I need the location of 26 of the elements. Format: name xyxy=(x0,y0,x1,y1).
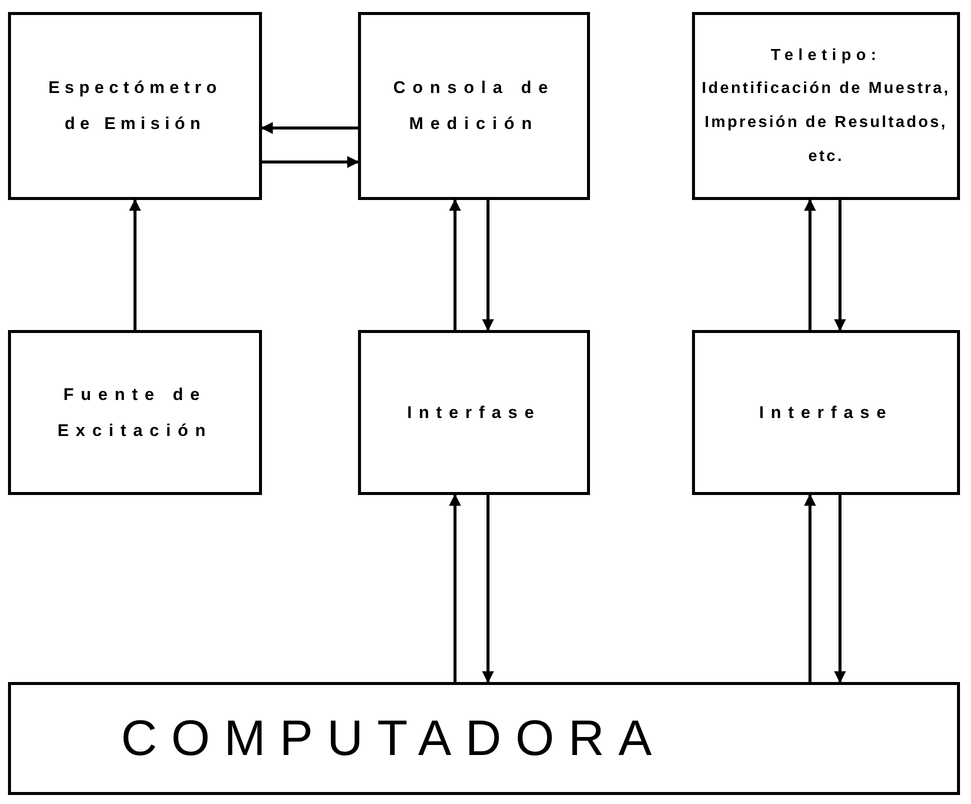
arrow xyxy=(834,200,846,332)
arrow xyxy=(129,198,141,330)
box-label: Fuente de Excitación xyxy=(56,384,214,442)
process-box xyxy=(358,330,590,495)
box-label: Identificación de Muestra, Impresión de Resultados, etc. xyxy=(700,79,952,167)
arrow xyxy=(804,198,816,330)
box-label: Interfase xyxy=(407,402,541,424)
process-box xyxy=(692,12,960,200)
arrow xyxy=(260,122,358,134)
process-box xyxy=(358,12,590,200)
box-label: Espectómetro de Emisión xyxy=(47,77,223,135)
arrow xyxy=(449,494,461,682)
arrow xyxy=(482,200,494,332)
box-heading: Teletipo: xyxy=(770,46,882,66)
box-label: Interfase xyxy=(759,402,893,424)
process-box xyxy=(8,682,960,795)
process-box xyxy=(692,330,960,495)
arrow xyxy=(449,198,461,330)
process-box xyxy=(8,330,262,495)
arrow xyxy=(262,156,360,168)
process-box xyxy=(8,12,262,200)
box-label: COMPUTADORA xyxy=(121,709,666,768)
arrow xyxy=(804,494,816,682)
arrow xyxy=(482,495,494,684)
arrow xyxy=(834,495,846,684)
box-label: Consola de Medición xyxy=(392,77,556,135)
